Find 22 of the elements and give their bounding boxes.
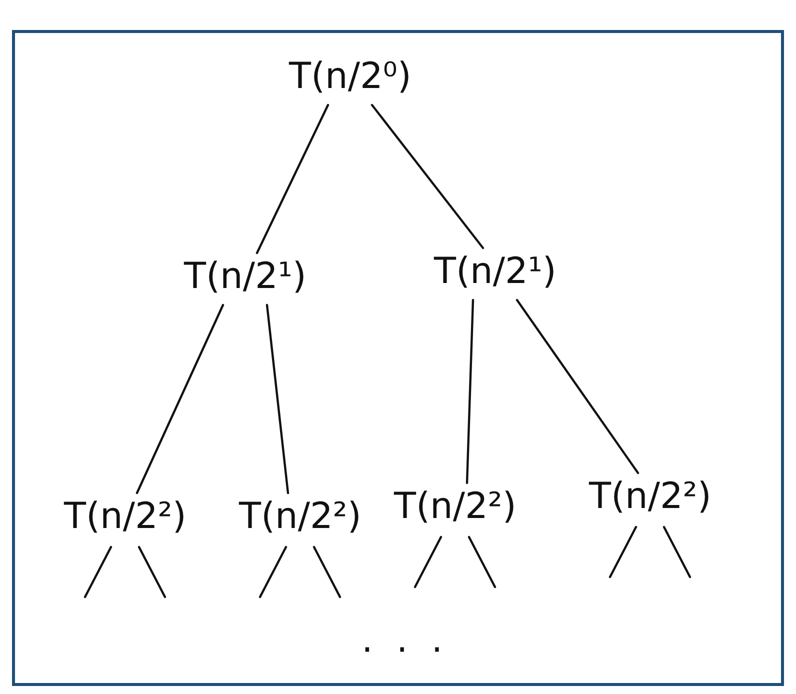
ellipsis-note: · · ·: [362, 630, 449, 671]
tree-edge: [266, 304, 290, 494]
formula-label: T(n/2²): [64, 495, 186, 539]
formula-label: T(n/2²): [394, 485, 516, 529]
tree-edge: [256, 104, 330, 254]
formula-label: T(n/2²): [589, 475, 712, 519]
branch-stub: [138, 546, 166, 598]
formula-label: T(n/2²): [239, 495, 362, 539]
tree-edge: [136, 304, 224, 494]
tree-edge: [370, 104, 484, 250]
formula-label: T(n/2¹): [434, 250, 556, 294]
formula-label: T(n/2¹): [184, 255, 306, 299]
branch-stub: [468, 536, 496, 588]
branch-stub: [84, 546, 112, 598]
branch-stub: [312, 546, 342, 598]
branch-stub: [608, 526, 638, 578]
tree-edge: [466, 298, 474, 484]
formula-label: T(n/2⁰): [289, 55, 412, 99]
branch-stub: [414, 536, 442, 588]
branch-stub: [258, 546, 288, 598]
branch-stub: [662, 526, 692, 578]
tree-edge: [516, 298, 640, 474]
